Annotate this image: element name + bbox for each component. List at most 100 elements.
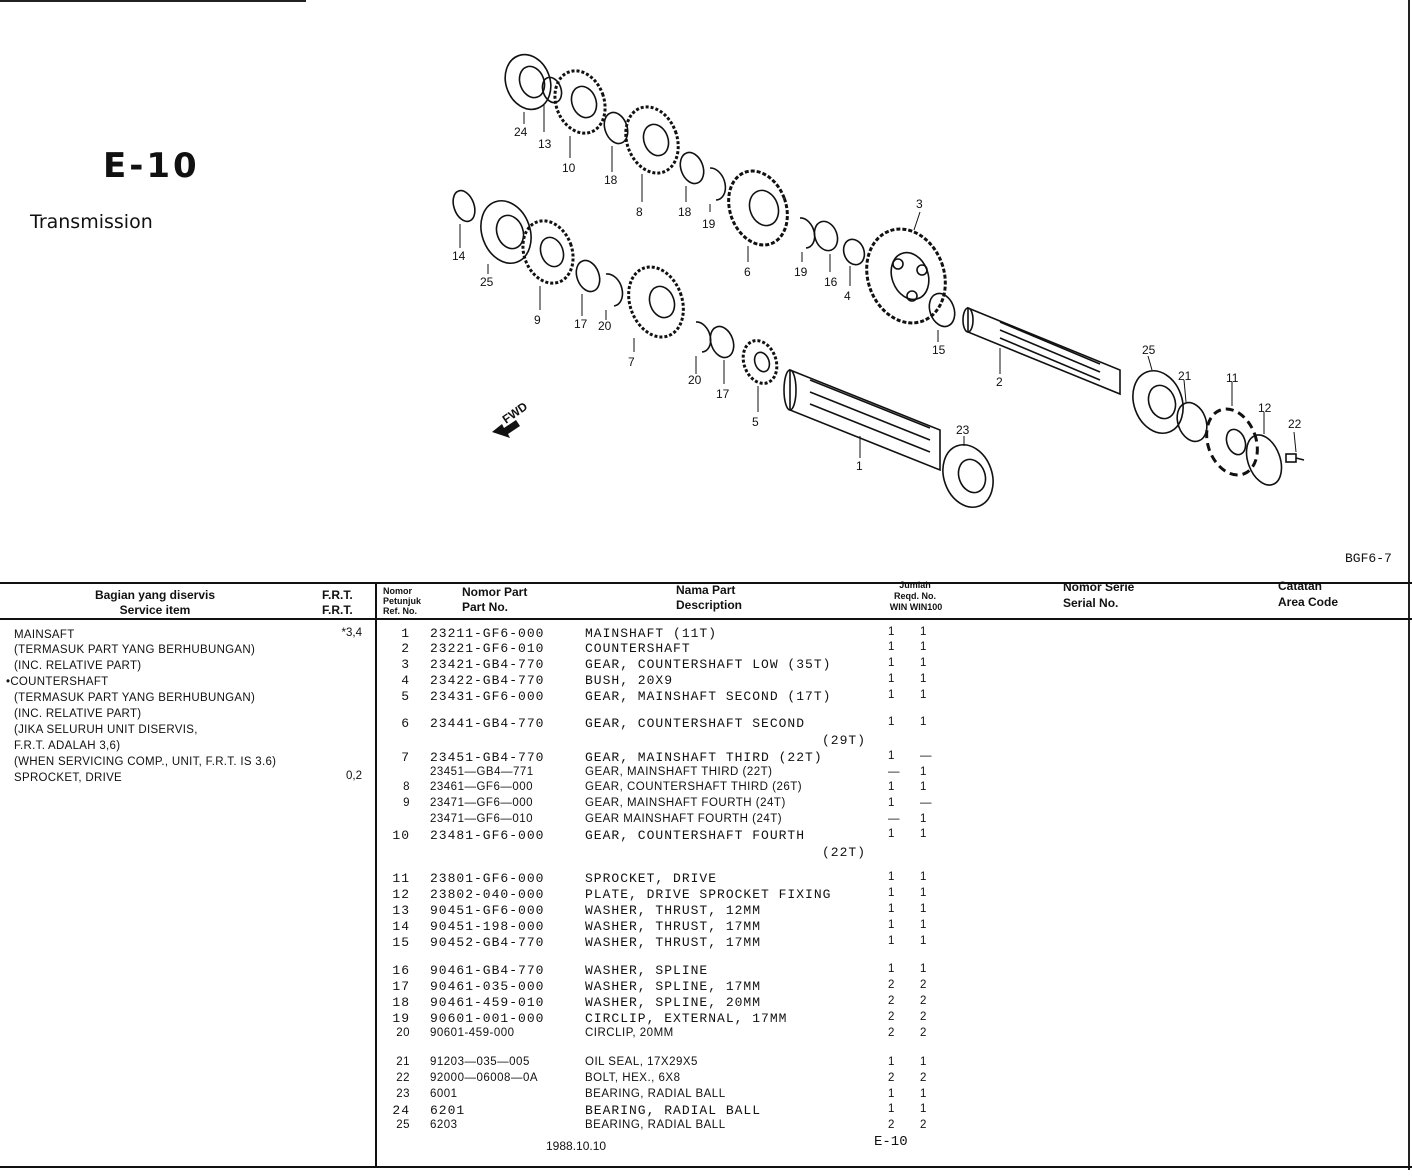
gear-6 (727, 169, 789, 247)
part-number: 23802-040-000 (430, 887, 545, 902)
qty-win: 1 (888, 871, 895, 883)
service-item-line: (INC. RELATIVE PART) (14, 708, 142, 720)
page-code: E-10 (103, 146, 200, 186)
part-number: 23451-GB4-770 (430, 750, 545, 765)
gear-5 (741, 339, 779, 385)
callout: 4 (844, 289, 851, 303)
part-number: 90461-035-000 (430, 979, 545, 994)
description: WASHER, SPLINE, 20MM (585, 995, 762, 1010)
washer-17a (575, 259, 601, 293)
qty-win100: 1 (920, 673, 927, 685)
callout: 3 (916, 197, 923, 211)
callout: 24 (514, 125, 528, 139)
qty-win100: 1 (920, 1056, 927, 1068)
callout: 18 (678, 205, 692, 219)
qty-win100: 2 (920, 1119, 927, 1131)
ref-no: 24 (392, 1103, 410, 1118)
washer-18b (679, 151, 705, 185)
qty-win: 1 (888, 1103, 895, 1115)
qty-win100: 1 (920, 641, 927, 653)
qty-win: 1 (888, 887, 895, 899)
gear-10 (553, 69, 607, 135)
ref-no: 16 (392, 963, 410, 978)
description: COUNTERSHAFT (585, 641, 691, 656)
qty-win: 1 (888, 828, 895, 840)
description-continuation: (22T) (822, 845, 867, 860)
table-row: 9 23471—GF6—000 GEAR, MAINSHAFT FOURTH (24… (380, 797, 960, 813)
qty-win: 1 (888, 1088, 895, 1100)
ref-no: 17 (392, 979, 410, 994)
washer-17b (709, 325, 735, 359)
ref-no: 23 (396, 1088, 410, 1100)
callout: 17 (716, 387, 730, 401)
washer-14 (452, 189, 476, 223)
header-serial-en: Serial No. (1063, 596, 1119, 610)
washer-16 (813, 220, 839, 252)
qty-win100: 1 (920, 813, 927, 825)
part-number: 90461-459-010 (430, 995, 545, 1010)
service-item-line: (TERMASUK PART YANG BERHUBUNGAN) (14, 644, 256, 656)
qty-win100: 1 (920, 903, 927, 915)
part-number: 23451—GB4—771 (430, 766, 534, 778)
service-item-line: (INC. RELATIVE PART) (14, 660, 142, 672)
part-number: 23471—GF6—000 (430, 797, 534, 809)
bolt-22 (1285, 453, 1305, 463)
qty-win: 1 (888, 1056, 895, 1068)
qty-win100: 1 (920, 887, 927, 899)
description: WASHER, THRUST, 17MM (585, 935, 762, 950)
ref-no: 9 (403, 797, 410, 809)
part-number: 90601-001-000 (430, 1011, 545, 1026)
callout: 2 (996, 375, 1003, 389)
qty-win: 1 (888, 797, 895, 809)
ref-no: 8 (403, 781, 410, 793)
qty-win100: 1 (920, 1088, 927, 1100)
part-number: 23211-GF6-000 (430, 626, 545, 641)
qty-win: 1 (888, 935, 895, 947)
callout: 20 (688, 373, 702, 387)
part-number: 23471—GF6—010 (430, 813, 534, 825)
callout-labels: 24 13 10 18 8 18 19 6 19 16 4 3 14 25 9 … (452, 125, 1302, 473)
service-item-line: MAINSAFT (14, 629, 75, 641)
qty-win100: 2 (920, 995, 927, 1007)
part-number: 23481-GF6-000 (430, 828, 545, 843)
part-number: 23421-GB4-770 (430, 657, 545, 672)
description: BEARING, RADIAL BALL (585, 1103, 762, 1118)
bearing-24 (504, 53, 552, 111)
part-number: 6203 (430, 1119, 458, 1131)
gear-9 (521, 219, 575, 285)
header-ref-id2: Petunjuk (383, 596, 422, 606)
qty-win: 2 (888, 995, 895, 1007)
callout: 10 (562, 161, 576, 175)
ref-no: 15 (392, 935, 410, 950)
description: GEAR, MAINSHAFT FOURTH (24T) (585, 797, 786, 809)
qty-win100: 2 (920, 1027, 927, 1039)
parts-table (0, 582, 1412, 1170)
description: WASHER, SPLINE (585, 963, 709, 978)
qty-win: 1 (888, 657, 895, 669)
description: GEAR, COUNTERSHAFT LOW (35T) (585, 657, 832, 672)
qty-win100: 1 (920, 716, 927, 728)
plate-12 (1245, 434, 1283, 486)
part-number: 6001 (430, 1088, 458, 1100)
callout: 22 (1288, 417, 1302, 431)
qty-win: 2 (888, 1119, 895, 1131)
ref-no: 20 (396, 1027, 410, 1039)
callout: 5 (752, 415, 759, 429)
ref-no: 22 (396, 1072, 410, 1084)
callout: 25 (1142, 343, 1156, 357)
callout: 6 (744, 265, 751, 279)
qty-win100: 2 (920, 1072, 927, 1084)
ref-no: 11 (392, 871, 410, 886)
figure-reference-code: BGF6-7 (1345, 551, 1392, 566)
table-bottom-rule (0, 1166, 1412, 1168)
bush-4 (842, 238, 866, 266)
callout: 23 (956, 423, 970, 437)
